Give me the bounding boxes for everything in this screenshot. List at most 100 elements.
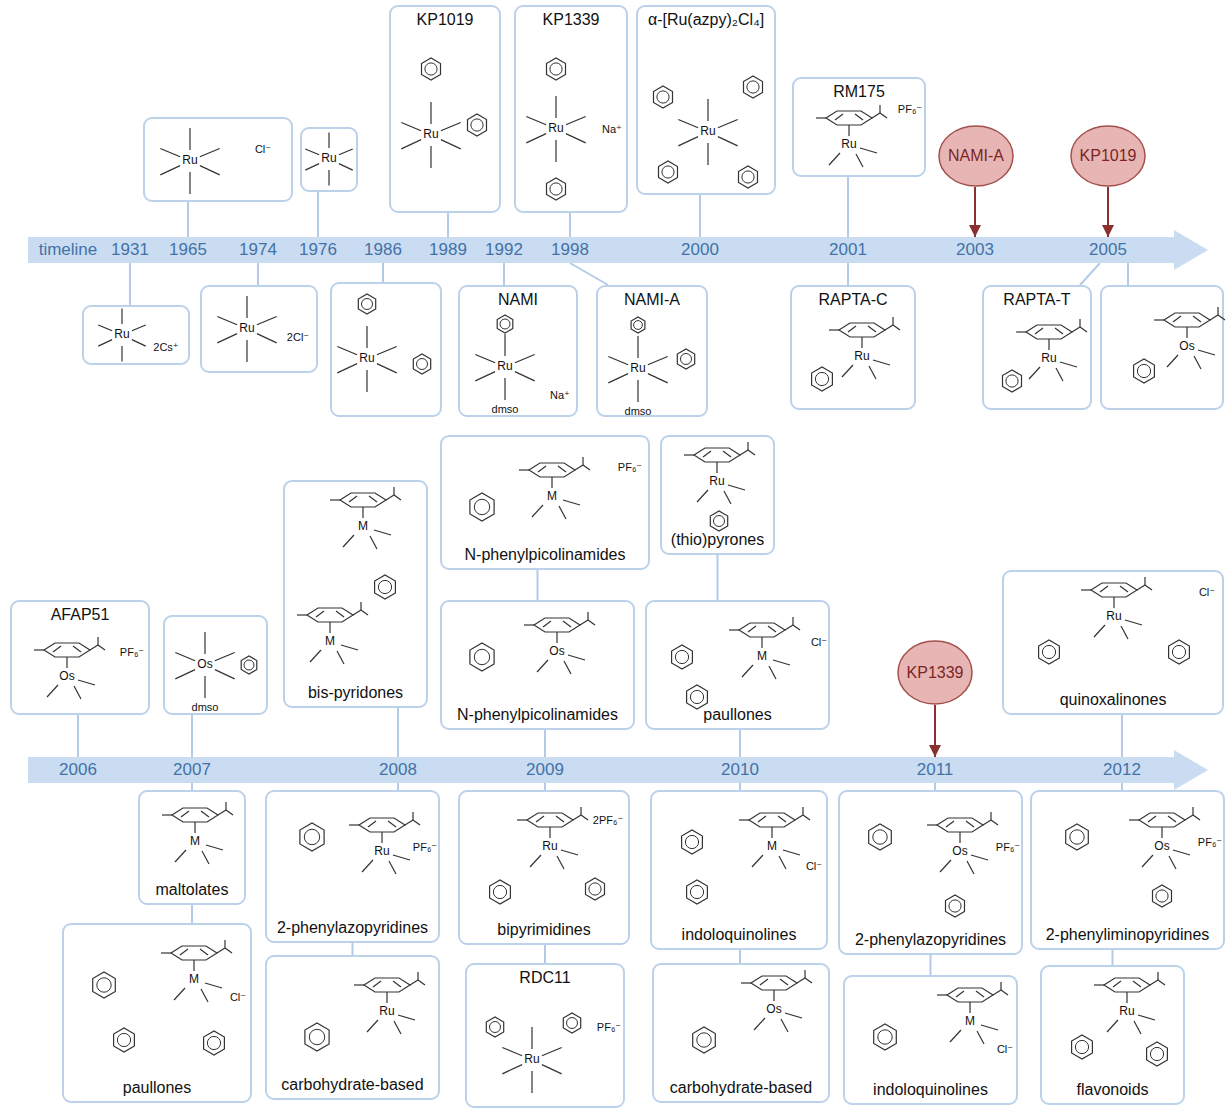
ligand-ring [1134, 359, 1155, 383]
metal-label: M [547, 490, 557, 504]
bond-line [556, 816, 564, 822]
structure-drawing [516, 7, 626, 211]
compound-box: Rucarbohydrate-based [265, 955, 440, 1100]
ligand-ring [470, 493, 494, 521]
metal-label: Ru [841, 138, 856, 152]
metal-label: Os [59, 670, 74, 684]
compound-box: Ru [300, 127, 358, 192]
bond-line [1194, 356, 1201, 369]
aromatic-circle [378, 580, 391, 593]
milestone-label: KP1339 [907, 663, 964, 681]
bond-line [502, 1047, 522, 1055]
connector-line [1112, 950, 1114, 965]
compound-box: Oscarbohydrate-based [652, 963, 830, 1103]
ligand-ring [470, 643, 494, 671]
structure-drawing [285, 482, 426, 706]
bond-line [361, 610, 368, 615]
bond-line [969, 1002, 970, 1013]
bond-line [1173, 850, 1190, 855]
bond-line [724, 491, 731, 504]
bond-line [329, 622, 330, 633]
bond-line [966, 821, 974, 827]
connector-line [570, 263, 608, 285]
bond-line [1056, 368, 1063, 381]
ligand-ring [358, 294, 375, 314]
ligand-label: dmso [192, 701, 219, 714]
bond-line [816, 117, 826, 118]
bond-line [1113, 981, 1121, 987]
compound-name: carbohydrate-based [670, 1079, 812, 1097]
ligand-ring [375, 575, 396, 599]
bond-line [575, 465, 583, 470]
compound-name: RDC11 [519, 969, 570, 987]
compound-name: KP1339 [543, 11, 600, 29]
arene-ring [749, 813, 795, 827]
compound-box: RAPTA-TRu [982, 285, 1092, 410]
bond-line [200, 166, 220, 175]
ligand-ring [693, 1027, 716, 1053]
ligand-ring [631, 317, 645, 333]
bond-line [785, 625, 793, 630]
bond-line [1120, 586, 1128, 592]
bond-line [34, 649, 44, 650]
bond-line [792, 617, 793, 625]
metal-label: Ru [321, 152, 336, 166]
bond-line [779, 856, 786, 869]
bond-line [418, 980, 425, 985]
connector-line [569, 213, 571, 237]
bond-line [835, 114, 843, 120]
arene-ring [359, 818, 405, 832]
bond-line [246, 340, 247, 362]
compound-box: OsPF₆⁻2-phenyliminopyridines [1030, 790, 1225, 950]
bond-line [637, 380, 638, 402]
counterion-label: Cl⁻ [255, 143, 271, 156]
bond-line [536, 816, 544, 822]
structure-drawing [1102, 287, 1222, 408]
bond-line [1113, 597, 1114, 608]
bond-line [132, 340, 146, 346]
compound-name: NAMI-A [624, 291, 680, 309]
bond-line [555, 140, 556, 162]
year-label: 1976 [299, 240, 337, 260]
bond-line [366, 326, 367, 348]
year-label: 2008 [379, 760, 417, 780]
connector-line [77, 715, 79, 757]
bond-line [564, 661, 571, 674]
metal-label: Os [549, 645, 564, 659]
bond-line [98, 325, 112, 331]
compound-box: Ru2Cs⁺ [82, 305, 190, 365]
ligand-ring [659, 161, 678, 183]
connector-line [717, 555, 719, 600]
bond-line [959, 832, 960, 843]
bond-line [1134, 1021, 1141, 1034]
bond-line [381, 832, 382, 843]
bond-line [1016, 331, 1026, 332]
compound-box: RM175RuPF₆⁻ [792, 77, 926, 177]
bond-line [993, 990, 1001, 995]
aromatic-circle [490, 1022, 501, 1033]
metal-label: Ru [542, 840, 557, 854]
bond-line [526, 116, 546, 124]
compound-box: MCl⁻paullones [645, 600, 830, 730]
connector-line [930, 955, 932, 975]
bond-line [783, 850, 800, 855]
connector-line [544, 945, 546, 963]
bond-line [1055, 328, 1063, 334]
arene-ring [1091, 583, 1137, 597]
ligand-ring [654, 86, 673, 108]
year-label: 1931 [111, 240, 149, 260]
bond-line [1000, 982, 1001, 990]
bond-line [430, 102, 431, 124]
bond-line [758, 816, 766, 822]
ligand-label: dmso [492, 403, 519, 416]
compound-box: Os [1100, 285, 1224, 410]
compound-box: RuPF₆⁻2-phenylazopyridines [265, 790, 440, 943]
bond-line [991, 820, 998, 825]
bond-line [1193, 316, 1201, 322]
compound-box: OsN-phenylpicolinamides [440, 600, 635, 730]
year-label: 2005 [1089, 240, 1127, 260]
aromatic-circle [1172, 645, 1185, 658]
compound-name: quinoxalinones [1060, 691, 1167, 709]
year-label: 2010 [721, 760, 759, 780]
